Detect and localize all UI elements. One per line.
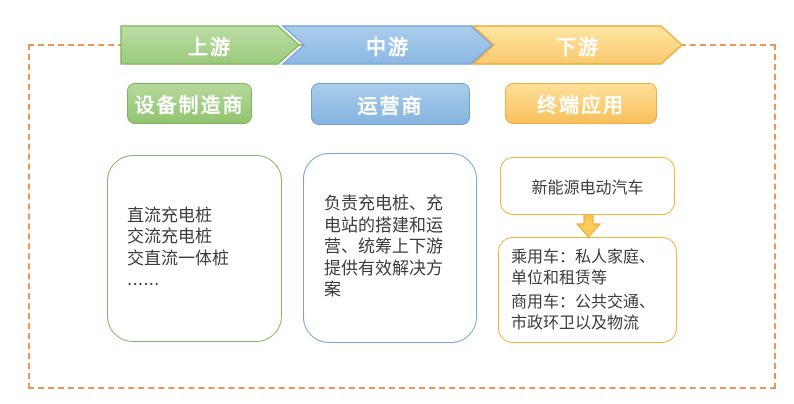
- downstream-ev-text: 新能源电动汽车: [531, 178, 644, 197]
- upstream-products-box: 直流充电桩 交流充电桩 交直流一体桩 ......: [107, 155, 282, 342]
- chevron-downstream: [471, 25, 683, 65]
- role-box-equipment-manufacturer: 设备制造商: [127, 83, 252, 124]
- midstream-description-box: 负责充电桩、充电站的搭建和运营、统筹上下游提供有效解决方案: [303, 153, 477, 343]
- product-item: 直流充电桩: [127, 205, 212, 226]
- role-box-end-application: 终端应用: [505, 83, 657, 124]
- downstream-ev-box: 新能源电动汽车: [500, 157, 675, 215]
- chevron-upstream: [120, 25, 301, 65]
- product-item: 交直流一体桩: [127, 248, 229, 269]
- product-item: 交流充电桩: [127, 227, 212, 247]
- down-arrow-icon: [576, 215, 601, 238]
- stage-label-midstream: 中游: [366, 34, 410, 59]
- midstream-description-text: 负责充电桩、充电站的搭建和运营、统筹上下游提供有效解决方案: [324, 194, 443, 301]
- detail-passenger-vehicles: 乘用车：私人家庭、单位和租赁等: [511, 247, 656, 287]
- product-item-ellipsis: ......: [127, 270, 160, 290]
- stage-label-upstream: 上游: [188, 34, 232, 59]
- chevron-midstream: [281, 25, 494, 65]
- chevron-band: [120, 25, 683, 65]
- stage-label-downstream: 下游: [556, 34, 600, 59]
- detail-commercial-vehicles: 商用车：公共交通、市政环卫以及物流: [511, 292, 656, 332]
- role-box-operator: 运营商: [311, 83, 470, 125]
- downstream-detail-box: 乘用车：私人家庭、单位和租赁等 商用车：公共交通、市政环卫以及物流: [498, 237, 677, 343]
